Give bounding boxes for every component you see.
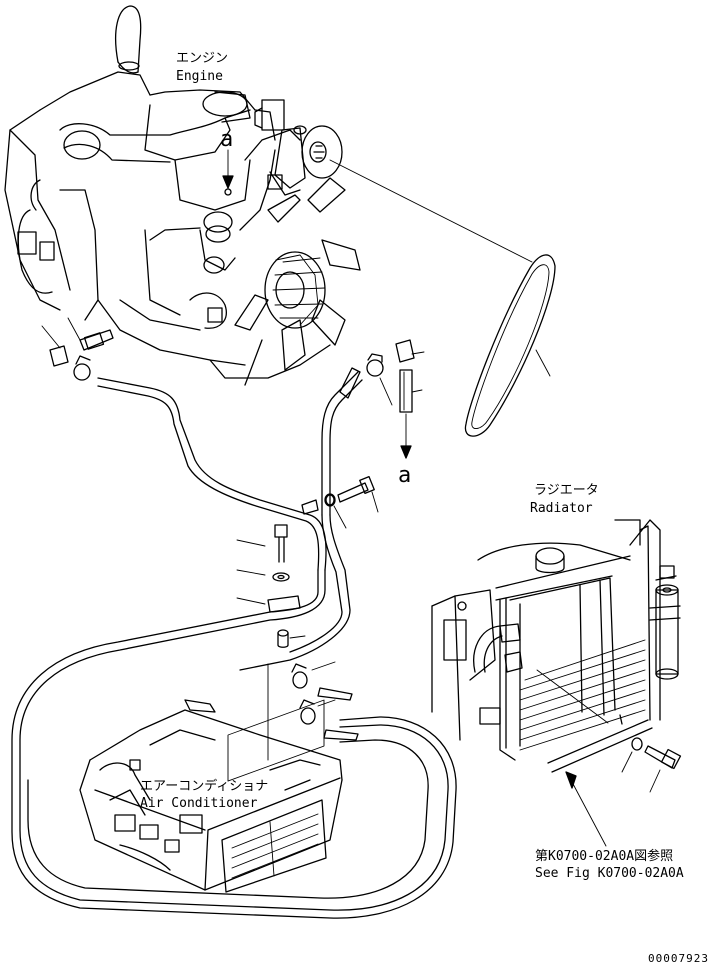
aircon-label-en: Air Conditioner bbox=[140, 796, 258, 811]
fittings-center bbox=[366, 339, 425, 459]
engine-label-jp: エンジン bbox=[176, 51, 228, 66]
radiator-assembly bbox=[431, 519, 682, 847]
radiator-label-jp: ラジエータ bbox=[534, 483, 599, 498]
labels: エンジン Engine a a ラジエータ Radiator エアーコンディショ… bbox=[140, 51, 709, 965]
v-belt bbox=[329, 159, 556, 437]
marker-a-top: a bbox=[220, 127, 233, 152]
engine-assembly bbox=[4, 5, 361, 386]
refrigerant-hoses bbox=[11, 367, 457, 919]
reference-label-en: See Fig K0700-02A0A bbox=[535, 866, 684, 881]
bolt-washer-center bbox=[236, 475, 379, 761]
radiator-label-en: Radiator bbox=[530, 501, 593, 516]
aircon-label-jp: エアーコンディショナ bbox=[140, 778, 268, 794]
air-conditioner-unit bbox=[79, 699, 343, 893]
marker-a-top-arrow bbox=[222, 149, 234, 196]
reference-label-jp: 第K0700-02A0A図参照 bbox=[535, 848, 673, 864]
leader-lines-left bbox=[41, 317, 91, 381]
engine-label-en: Engine bbox=[176, 69, 223, 84]
marker-a-bottom: a bbox=[398, 463, 411, 488]
compressor bbox=[254, 99, 343, 196]
document-number: 00007923 bbox=[648, 952, 709, 965]
receiver-drier bbox=[649, 565, 681, 680]
